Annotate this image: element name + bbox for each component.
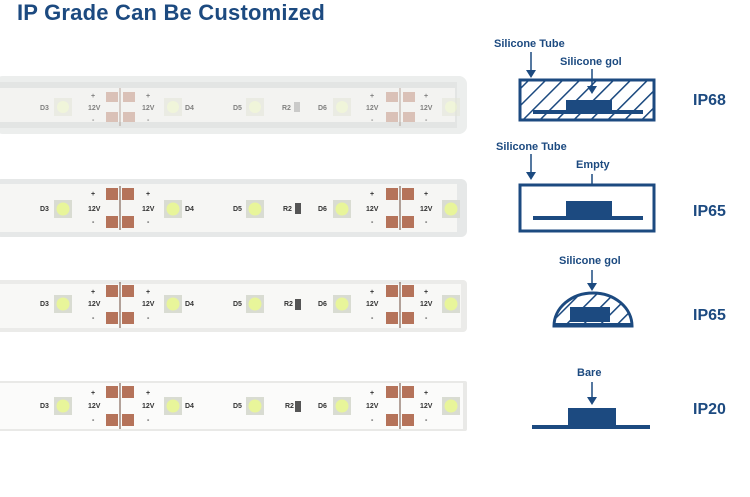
led-strip-ip65-glue: D3 D4 D5 R2 D6 12V 12V 12V 12V + + + + -… xyxy=(0,280,467,332)
voltage-label: 12V xyxy=(420,403,433,410)
r2-label: R2 xyxy=(283,206,292,213)
voltage-label: 12V xyxy=(142,301,155,308)
plus-label: + xyxy=(91,191,95,198)
minus-label: - xyxy=(371,315,374,322)
voltage-label: 12V xyxy=(366,403,379,410)
silicone-tube-label: Silicone Tube xyxy=(496,141,567,153)
minus-label: - xyxy=(425,219,428,226)
plus-label: + xyxy=(370,191,374,198)
ip-grade-label: IP65 xyxy=(693,307,726,324)
voltage-label: 12V xyxy=(88,105,101,112)
silicone-gol-label: Silicone gol xyxy=(560,56,622,68)
r2-label: R2 xyxy=(282,105,291,112)
minus-label: - xyxy=(147,117,150,124)
ip-grade-label: IP20 xyxy=(693,401,726,418)
d5-label: D5 xyxy=(233,206,242,213)
minus-label: - xyxy=(425,315,428,322)
plus-label: + xyxy=(370,289,374,296)
d4-label: D4 xyxy=(185,105,194,112)
voltage-label: 12V xyxy=(420,301,433,308)
plus-label: + xyxy=(91,289,95,296)
d3-label: D3 xyxy=(40,206,49,213)
led-strip-ip65-tube: D3 D4 D5 R2 D6 12V 12V 12V 12V + + + + -… xyxy=(0,179,467,237)
silicone-tube-label: Silicone Tube xyxy=(494,38,565,50)
minus-label: - xyxy=(92,117,95,124)
d4-label: D4 xyxy=(185,206,194,213)
plus-label: + xyxy=(424,93,428,100)
voltage-label: 12V xyxy=(142,403,155,410)
ip20-bare-cross-section-diagram xyxy=(532,382,650,429)
r2-label: R2 xyxy=(285,403,294,410)
plus-label: + xyxy=(91,390,95,397)
minus-label: - xyxy=(425,417,428,424)
ip68-cross-section-diagram xyxy=(518,52,656,122)
plus-label: + xyxy=(370,390,374,397)
plus-label: + xyxy=(146,191,150,198)
voltage-label: 12V xyxy=(88,301,101,308)
voltage-label: 12V xyxy=(366,105,379,112)
plus-label: + xyxy=(424,289,428,296)
empty-label: Empty xyxy=(576,159,610,171)
voltage-label: 12V xyxy=(420,105,433,112)
minus-label: - xyxy=(425,117,428,124)
ip65-glue-cross-section-diagram xyxy=(552,270,634,328)
d6-label: D6 xyxy=(318,206,327,213)
plus-label: + xyxy=(91,93,95,100)
d5-label: D5 xyxy=(233,403,242,410)
voltage-label: 12V xyxy=(88,403,101,410)
d3-label: D3 xyxy=(40,403,49,410)
voltage-label: 12V xyxy=(366,301,379,308)
d5-label: D5 xyxy=(233,301,242,308)
minus-label: - xyxy=(371,219,374,226)
minus-label: - xyxy=(147,219,150,226)
bare-label: Bare xyxy=(577,367,602,379)
ip65-tube-cross-section-diagram xyxy=(518,154,656,233)
r2-label: R2 xyxy=(284,301,293,308)
led-strip-ip68: D3 D4 D5 R2 D6 12V 12V 12V 12V + + + + -… xyxy=(0,76,467,134)
ip-grade-label: IP68 xyxy=(693,92,726,109)
ip-grade-label: IP65 xyxy=(693,203,726,220)
minus-label: - xyxy=(92,417,95,424)
minus-label: - xyxy=(92,219,95,226)
minus-label: - xyxy=(371,417,374,424)
plus-label: + xyxy=(146,390,150,397)
voltage-label: 12V xyxy=(142,105,155,112)
minus-label: - xyxy=(92,315,95,322)
plus-label: + xyxy=(146,289,150,296)
d6-label: D6 xyxy=(318,403,327,410)
minus-label: - xyxy=(371,117,374,124)
plus-label: + xyxy=(370,93,374,100)
minus-label: - xyxy=(147,315,150,322)
d4-label: D4 xyxy=(185,403,194,410)
voltage-label: 12V xyxy=(88,206,101,213)
d6-label: D6 xyxy=(318,105,327,112)
silicone-gol-label: Silicone gol xyxy=(559,255,621,267)
voltage-label: 12V xyxy=(142,206,155,213)
voltage-label: 12V xyxy=(366,206,379,213)
d6-label: D6 xyxy=(318,301,327,308)
d5-label: D5 xyxy=(233,105,242,112)
page-title: IP Grade Can Be Customized xyxy=(17,0,325,25)
d3-label: D3 xyxy=(40,105,49,112)
d4-label: D4 xyxy=(185,301,194,308)
voltage-label: 12V xyxy=(420,206,433,213)
plus-label: + xyxy=(146,93,150,100)
minus-label: - xyxy=(147,417,150,424)
plus-label: + xyxy=(424,191,428,198)
led-strip-ip20-bare: D3 D4 D5 R2 D6 12V 12V 12V 12V + + + + -… xyxy=(0,381,467,431)
d3-label: D3 xyxy=(40,301,49,308)
plus-label: + xyxy=(424,390,428,397)
